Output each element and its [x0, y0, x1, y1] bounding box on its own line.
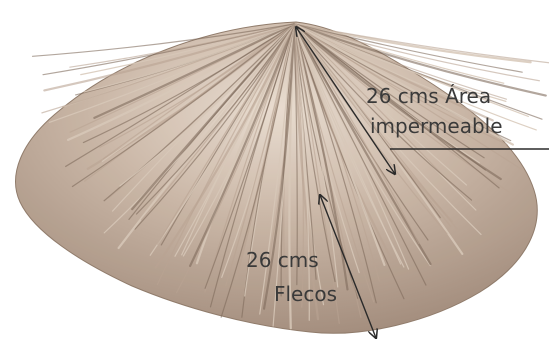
bottom-measure-label-line2: Flecos — [274, 282, 337, 306]
top-measure-label-line1: 26 cms Área — [366, 84, 491, 108]
top-measure-label-line2: impermeable — [370, 114, 503, 138]
bottom-measure-label-line1: 26 cms — [246, 248, 319, 272]
